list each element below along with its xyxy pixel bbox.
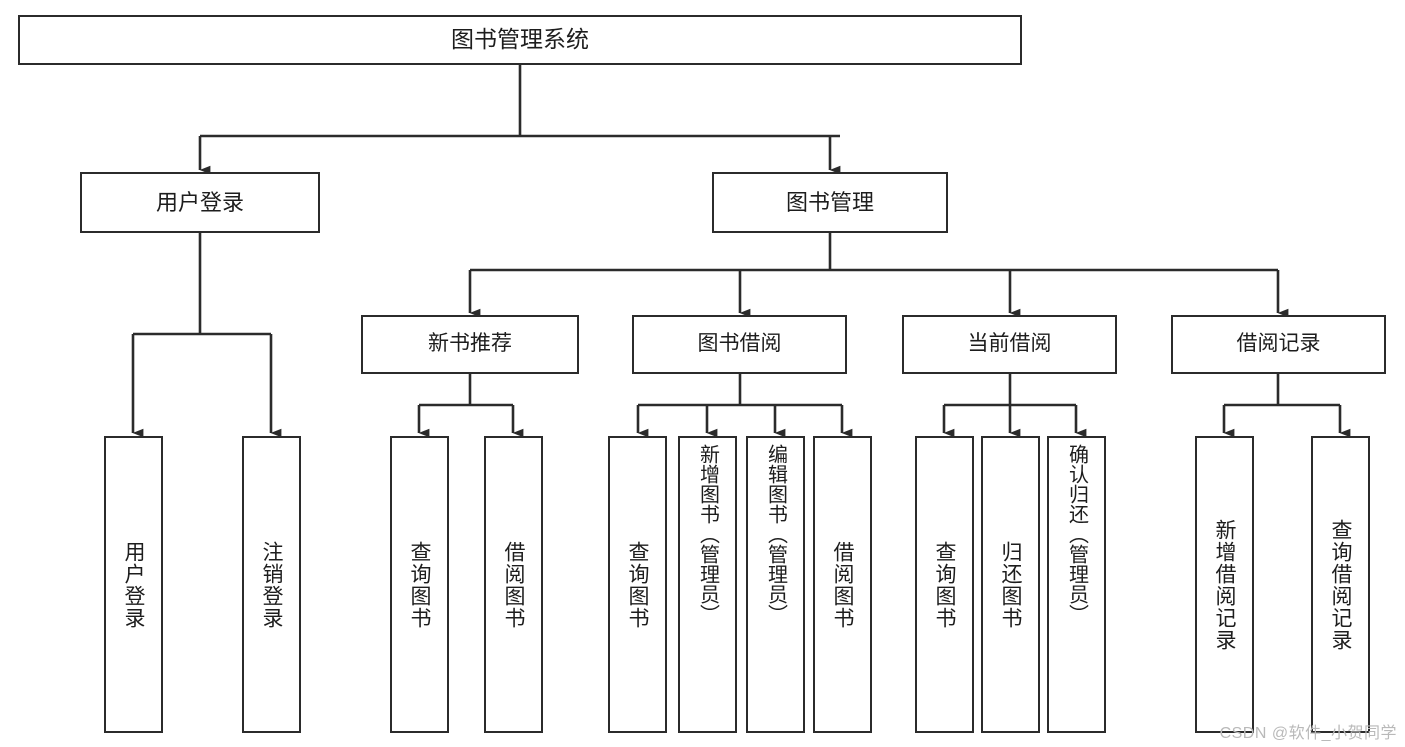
node-label: 当前借阅 bbox=[967, 332, 1052, 356]
node-label: 新书推荐 bbox=[428, 332, 512, 356]
node-current-borrow[interactable]: 当前借阅 bbox=[902, 315, 1117, 374]
node-root-system[interactable]: 图书管理系统 bbox=[18, 15, 1022, 65]
leaf-edit-book-admin[interactable]: 编辑图书（管理员） bbox=[746, 436, 805, 733]
node-user-login[interactable]: 用户登录 bbox=[80, 172, 320, 233]
node-label: 图书借阅 bbox=[697, 332, 782, 356]
leaf-query-borrow-record[interactable]: 查询借阅记录 bbox=[1311, 436, 1370, 733]
leaf-return-book[interactable]: 归还图书 bbox=[981, 436, 1040, 733]
node-label: 编辑图书（管理员） bbox=[764, 444, 787, 624]
watermark: CSDN @软件_小贺同学 bbox=[1219, 725, 1397, 742]
node-label: 用户登录 bbox=[155, 189, 244, 215]
node-label: 查询图书 bbox=[408, 540, 431, 629]
node-label: 查询借阅记录 bbox=[1329, 518, 1352, 651]
leaf-confirm-return-admin[interactable]: 确认归还（管理员） bbox=[1047, 436, 1106, 733]
node-label: 借阅图书 bbox=[831, 540, 854, 629]
node-label: 新增借阅记录 bbox=[1213, 518, 1236, 651]
node-label: 查询图书 bbox=[626, 540, 649, 629]
leaf-query-book-newbook[interactable]: 查询图书 bbox=[390, 436, 449, 733]
node-label: 用户登录 bbox=[122, 540, 145, 629]
node-label: 图书管理 bbox=[785, 189, 874, 215]
leaf-borrow-book[interactable]: 借阅图书 bbox=[813, 436, 872, 733]
node-label: 新增图书（管理员） bbox=[696, 444, 719, 624]
node-book-borrow[interactable]: 图书借阅 bbox=[632, 315, 847, 374]
leaf-query-book-borrow[interactable]: 查询图书 bbox=[608, 436, 667, 733]
leaf-add-borrow-record[interactable]: 新增借阅记录 bbox=[1195, 436, 1254, 733]
leaf-query-book-current[interactable]: 查询图书 bbox=[915, 436, 974, 733]
node-label: 确认归还（管理员） bbox=[1065, 444, 1088, 624]
node-label: 借阅图书 bbox=[502, 540, 525, 629]
node-book-management[interactable]: 图书管理 bbox=[712, 172, 948, 233]
leaf-add-book-admin[interactable]: 新增图书（管理员） bbox=[678, 436, 737, 733]
node-borrow-record[interactable]: 借阅记录 bbox=[1171, 315, 1386, 374]
leaf-logout[interactable]: 注销登录 bbox=[242, 436, 301, 733]
node-label: 图书管理系统 bbox=[451, 26, 589, 53]
node-label: 查询图书 bbox=[933, 540, 956, 629]
node-new-book-recommend[interactable]: 新书推荐 bbox=[361, 315, 579, 374]
leaf-user-login[interactable]: 用户登录 bbox=[104, 436, 163, 733]
leaf-borrow-book-newbook[interactable]: 借阅图书 bbox=[484, 436, 543, 733]
node-label: 注销登录 bbox=[260, 540, 283, 629]
node-label: 借阅记录 bbox=[1236, 332, 1321, 356]
node-label: 归还图书 bbox=[999, 540, 1022, 629]
